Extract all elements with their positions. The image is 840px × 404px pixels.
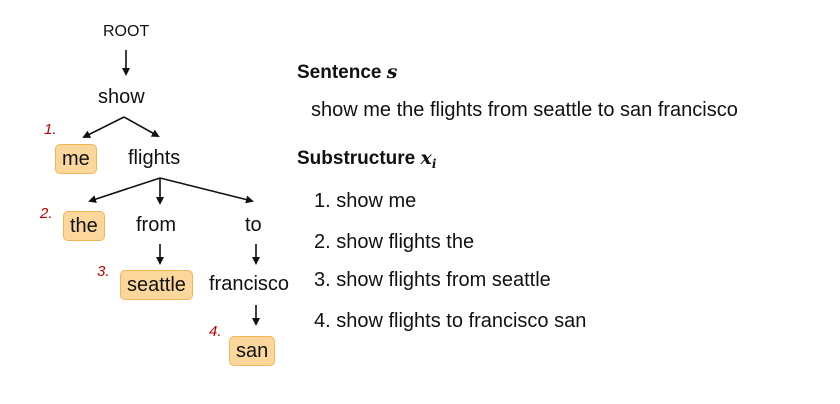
step-label-2: 2. — [40, 205, 53, 222]
step-label-4: 4. — [209, 323, 222, 340]
tree-node-from: from — [136, 214, 176, 236]
tree-node-show: show — [98, 86, 145, 108]
tree-node-san: san — [229, 336, 276, 366]
step-label-1: 1. — [44, 121, 57, 138]
edge-flights-to — [159, 177, 254, 204]
step-label-3: 3. — [97, 263, 110, 280]
edge-show-flights — [123, 116, 160, 137]
substructure-item-1: 1. show me — [314, 190, 417, 212]
substructure-symbol-subscript: i — [431, 157, 437, 171]
edge-flights-the — [88, 177, 161, 203]
sentence-heading: Sentence s — [297, 60, 397, 85]
sentence-text: show me the flights from seattle to san … — [311, 99, 738, 121]
tree-node-me: me — [55, 144, 97, 174]
tree-node-francisco: francisco — [209, 273, 290, 295]
substructure-heading-label: Substructure — [297, 148, 416, 169]
tree-node-seattle: seattle — [120, 270, 193, 300]
sentence-symbol: s — [386, 61, 398, 83]
substructure-symbol-base: x — [420, 147, 432, 169]
tree-node-flights: flights — [128, 147, 181, 169]
tree-node-to: to — [245, 214, 262, 236]
tree-node-the: the — [63, 211, 105, 241]
tree-node-root: ROOT — [103, 23, 150, 40]
substructure-item-2: 2. show flights the — [314, 231, 475, 253]
substructure-item-3: 3. show flights from seattle — [314, 269, 551, 291]
edge-show-me — [82, 116, 125, 138]
substructure-item-4: 4. show flights to francisco san — [314, 310, 587, 332]
substructure-symbol: xi — [420, 147, 437, 171]
sentence-heading-label: Sentence — [297, 62, 382, 83]
substructure-heading: Substructure xi — [297, 146, 436, 171]
